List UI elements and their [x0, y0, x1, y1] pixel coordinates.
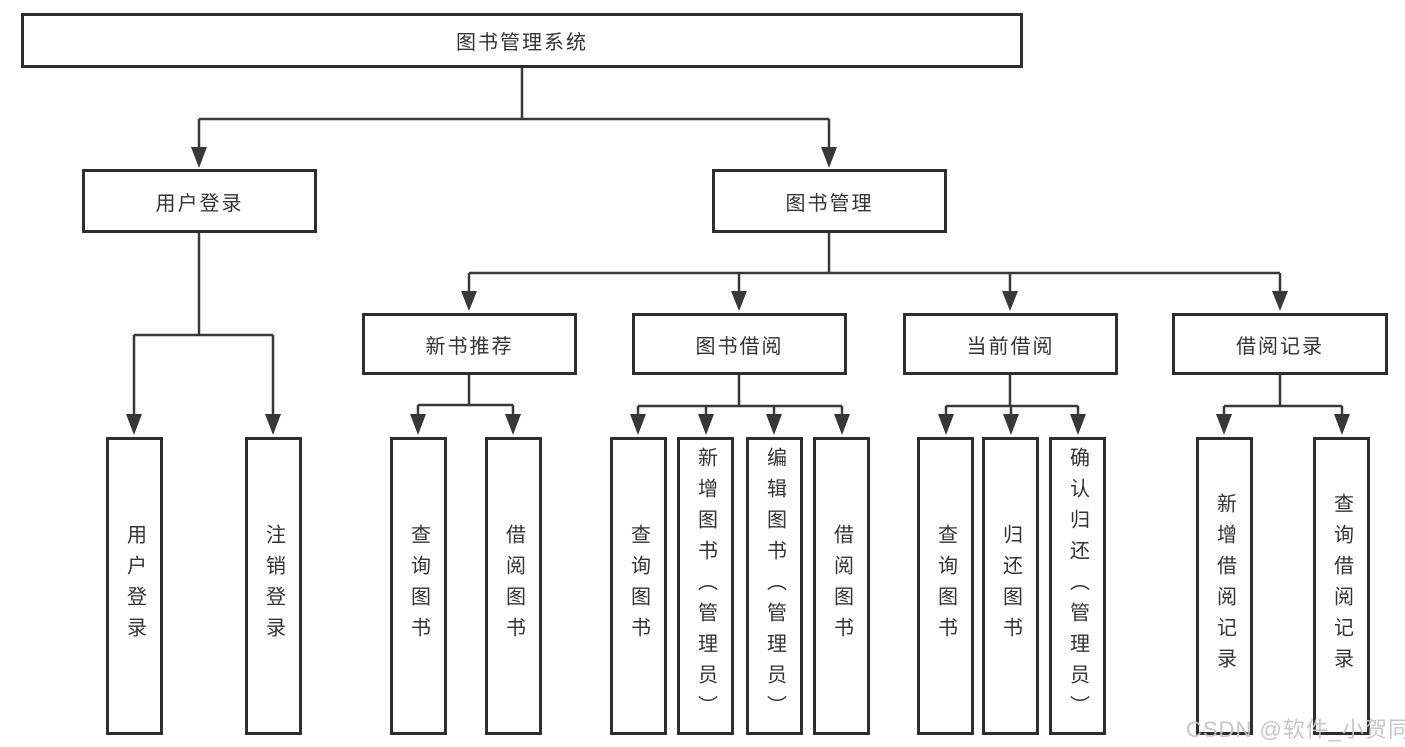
leaf-newbook-borrow-books: 借阅图书	[485, 437, 542, 735]
node-library-system-label: 图书管理系统	[456, 32, 588, 54]
leaf-return-books: 归还图书	[982, 437, 1039, 735]
node-library-system: 图书管理系统	[21, 13, 1023, 68]
node-user-login: 用户登录	[82, 169, 317, 233]
leaf-query-borrow-record-label: 查询借阅记录	[1330, 493, 1353, 679]
connector-user-login-children	[132, 233, 275, 414]
node-borrow-records: 借阅记录	[1172, 313, 1388, 375]
leaf-borrow-books-label: 借阅图书	[830, 524, 853, 648]
leaf-user-login-label: 用户登录	[123, 524, 146, 648]
connector-current-children	[944, 375, 1080, 414]
arrowheads	[126, 147, 1350, 435]
leaf-confirm-return-admin: 确认归还（管理员）	[1049, 437, 1106, 735]
connector-records-children	[1222, 375, 1344, 414]
leaf-user-login: 用户登录	[106, 437, 163, 735]
leaf-edit-books-admin-label: 编辑图书（管理员）	[763, 446, 786, 726]
node-new-book-recommend-label: 新书推荐	[425, 335, 514, 358]
node-book-management-label: 图书管理	[785, 192, 874, 215]
leaf-add-borrow-record-label: 新增借阅记录	[1213, 493, 1236, 679]
leaf-borrow-query-books-label: 查询图书	[627, 524, 650, 648]
node-book-management: 图书管理	[712, 169, 947, 233]
node-current-borrow-label: 当前借阅	[966, 335, 1055, 358]
leaf-add-books-admin-label: 新增图书（管理员）	[694, 446, 717, 726]
leaf-current-query-books: 查询图书	[917, 437, 974, 735]
connector-root-to-level2	[197, 68, 831, 147]
node-book-borrow: 图书借阅	[632, 313, 847, 375]
leaf-current-query-books-label: 查询图书	[934, 524, 957, 648]
leaf-edit-books-admin: 编辑图书（管理员）	[746, 437, 803, 735]
leaf-return-books-label: 归还图书	[999, 524, 1022, 648]
node-user-login-label: 用户登录	[155, 192, 244, 215]
connector-newbook-children	[416, 375, 515, 414]
node-borrow-records-label: 借阅记录	[1236, 335, 1324, 358]
leaf-borrow-books: 借阅图书	[813, 437, 870, 735]
leaf-logout-label: 注销登录	[262, 524, 285, 648]
connector-borrow-children	[636, 375, 844, 414]
node-current-borrow: 当前借阅	[903, 313, 1118, 375]
leaf-newbook-query-books-label: 查询图书	[407, 524, 430, 648]
leaf-confirm-return-admin-label: 确认归还（管理员）	[1066, 446, 1089, 726]
leaf-add-books-admin: 新增图书（管理员）	[677, 437, 734, 735]
leaf-add-borrow-record: 新增借阅记录	[1196, 437, 1253, 735]
leaf-borrow-query-books: 查询图书	[610, 437, 667, 735]
connector-book-mgmt-children	[467, 233, 1282, 291]
csdn-watermark: CSDN @软件_小贺同学	[1186, 717, 1405, 742]
leaf-newbook-borrow-books-label: 借阅图书	[502, 524, 525, 648]
leaf-logout: 注销登录	[245, 437, 302, 735]
node-new-book-recommend: 新书推荐	[362, 313, 577, 375]
leaf-newbook-query-books: 查询图书	[390, 437, 447, 735]
node-book-borrow-label: 图书借阅	[695, 335, 784, 358]
leaf-query-borrow-record: 查询借阅记录	[1313, 437, 1370, 735]
